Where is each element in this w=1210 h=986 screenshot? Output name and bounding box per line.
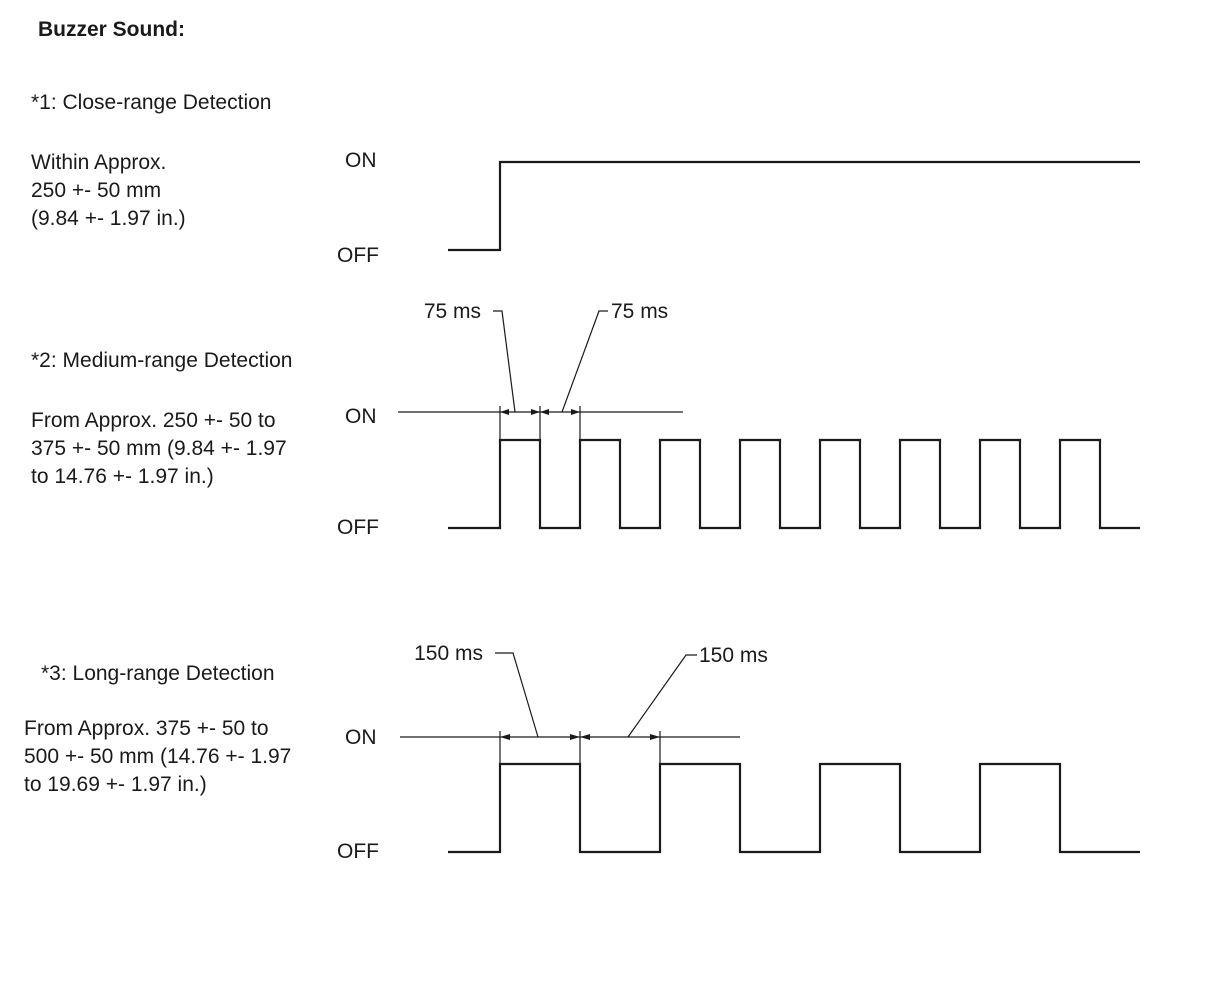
dimension-arrowhead xyxy=(500,409,509,415)
section-heading: *1: Close-range Detection xyxy=(31,91,271,114)
dimension-arrowhead xyxy=(500,734,510,740)
range-description-line: (9.84 +- 1.97 in.) xyxy=(31,207,186,230)
section-heading: *2: Medium-range Detection xyxy=(31,349,292,372)
dimension-arrowhead xyxy=(580,734,590,740)
range-description-line: to 14.76 +- 1.97 in.) xyxy=(31,465,214,488)
range-description-line: 500 +- 50 mm (14.76 +- 1.97 xyxy=(24,745,291,768)
dimension-arrowhead xyxy=(650,734,660,740)
section-medium-range: *2: Medium-range Detection From Approx. … xyxy=(31,300,1140,539)
range-description-line: 250 +- 50 mm xyxy=(31,179,161,202)
range-description-line: 375 +- 50 mm (9.84 +- 1.97 xyxy=(31,437,287,460)
page-title: Buzzer Sound: xyxy=(38,18,185,41)
dimension-arrowhead xyxy=(531,409,540,415)
dimension-leader-line xyxy=(493,310,516,413)
off-duration-label: 150 ms xyxy=(699,644,768,667)
range-description-line: Within Approx. xyxy=(31,151,166,174)
section-close-range: *1: Close-range Detection Within Approx.… xyxy=(31,91,1140,267)
section-long-range: *3: Long-range Detection From Approx. 37… xyxy=(24,642,1140,863)
continuous-waveform xyxy=(448,160,1140,252)
dimension-arrowhead xyxy=(570,734,580,740)
intermittent-waveform xyxy=(448,762,1140,854)
range-description-line: From Approx. 375 +- 50 to xyxy=(24,717,269,740)
dimension-arrowhead xyxy=(540,409,549,415)
range-description-line: to 19.69 +- 1.97 in.) xyxy=(24,773,207,796)
on-duration-label: 150 ms xyxy=(414,642,483,665)
dimension-leader-line xyxy=(561,310,608,413)
dimension-arrowhead xyxy=(571,409,580,415)
on-level-label: ON xyxy=(345,405,377,428)
range-description-line: From Approx. 250 +- 50 to xyxy=(31,409,276,432)
section-heading: *3: Long-range Detection xyxy=(41,662,275,685)
off-duration-label: 75 ms xyxy=(611,300,668,323)
off-level-label: OFF xyxy=(337,840,379,863)
intermittent-waveform xyxy=(448,438,1140,530)
off-level-label: OFF xyxy=(337,516,379,539)
off-level-label: OFF xyxy=(337,244,379,267)
on-level-label: ON xyxy=(345,149,377,172)
dimension-leader-line xyxy=(495,652,539,738)
dimension-leader-line xyxy=(627,654,697,738)
on-level-label: ON xyxy=(345,726,377,749)
on-duration-label: 75 ms xyxy=(424,300,481,323)
